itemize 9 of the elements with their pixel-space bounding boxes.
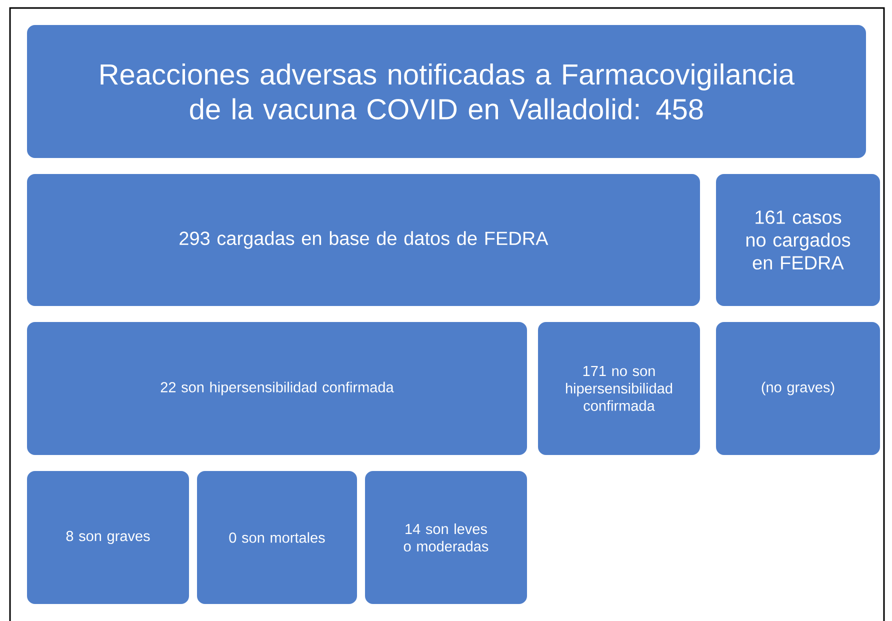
category-box: (no graves) [716,322,880,455]
title-box: Reacciones adversas notificadas a Farmacovigilancia de la vacuna COVID en Valladolid: 458 [27,25,866,158]
category-box: 161 casos no cargados en FEDRA [716,174,880,306]
category-box: 0 son mortales [197,470,357,604]
category-box: 171 no son hipersensibilidad confirmada [538,322,700,455]
category-box: 293 cargadas en base de datos de FEDRA [27,174,700,306]
category-box: 8 son graves [27,470,189,604]
category-box: 22 son hipersensibilidad confirmada [27,322,527,455]
category-box: 14 son leves o moderadas [365,470,527,604]
